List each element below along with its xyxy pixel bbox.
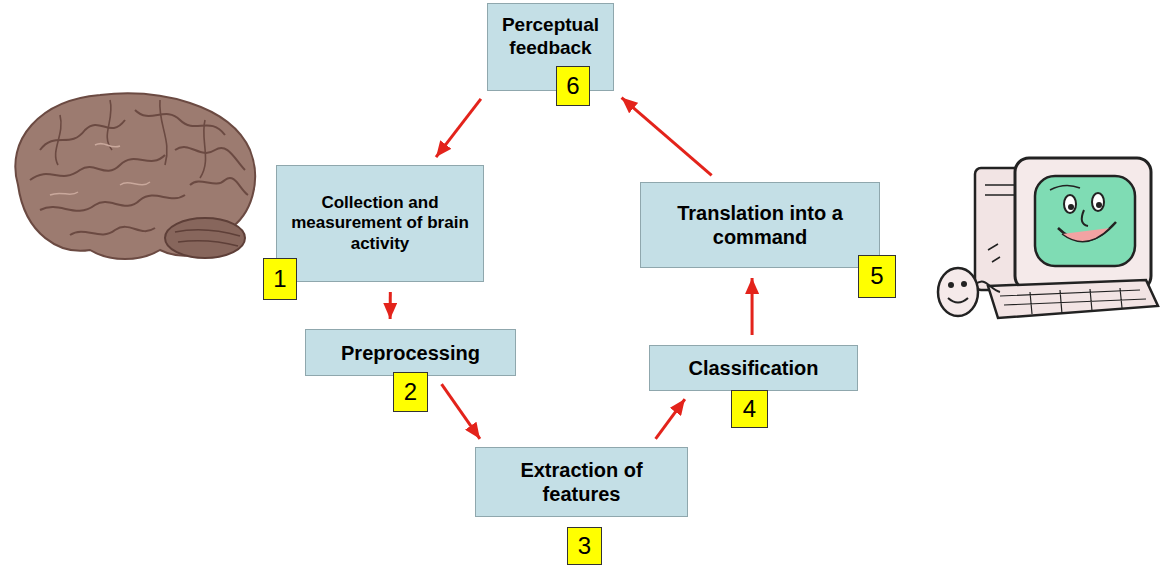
box-label: Perceptual feedback: [502, 14, 599, 60]
process-box: Classification: [649, 345, 858, 391]
box-label: Translation into a command: [655, 201, 865, 249]
callout-number-text: 6: [566, 72, 579, 101]
arrow-connector: [751, 278, 754, 335]
callout-number: 5: [858, 255, 896, 298]
process-box: Translation into a command: [640, 182, 880, 268]
process-box: Extraction of features: [475, 447, 688, 517]
callout-number-text: 5: [870, 262, 883, 291]
callout-number: 3: [567, 527, 602, 565]
box-label: Classification: [688, 356, 818, 380]
callout-number-text: 4: [743, 395, 756, 424]
arrow-connector: [389, 292, 392, 319]
computer-illustration: [938, 158, 1158, 318]
box-label: Extraction of features: [490, 458, 673, 506]
box-label: Collection and measurement of brain acti…: [291, 193, 469, 254]
callout-number: 4: [731, 390, 768, 428]
process-box: Perceptual feedback: [487, 3, 614, 91]
callout-number-text: 3: [578, 532, 591, 561]
callout-number: 2: [393, 372, 428, 412]
process-box: Preprocessing: [305, 329, 516, 376]
arrow-connector: [442, 384, 480, 439]
callout-number-text: 2: [404, 378, 417, 407]
arrow-connector: [436, 99, 481, 157]
process-box: Collection and measurement of brain acti…: [276, 165, 484, 282]
box-label: Preprocessing: [341, 341, 480, 365]
arrow-connector: [656, 399, 685, 439]
arrow-connector: [622, 98, 712, 176]
callout-number: 1: [263, 258, 297, 300]
brain-illustration: [15, 93, 255, 259]
callout-number: 6: [556, 66, 590, 106]
callout-number-text: 1: [273, 265, 286, 294]
